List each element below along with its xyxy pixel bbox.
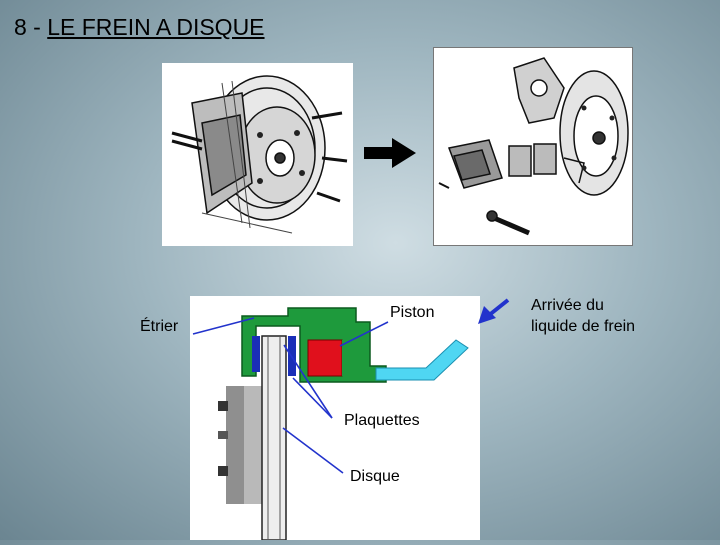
exploded-brake-drawing bbox=[438, 57, 629, 236]
label-disque: Disque bbox=[350, 468, 400, 485]
assembled-brake-photo bbox=[162, 63, 353, 246]
right-arrow-icon bbox=[364, 138, 416, 168]
inner-pad bbox=[252, 336, 260, 372]
outer-pad bbox=[288, 336, 296, 376]
label-plaquettes: Plaquettes bbox=[344, 412, 420, 429]
caliper-cross-section bbox=[190, 296, 480, 541]
page-title: 8 - LE FREIN A DISQUE bbox=[14, 14, 265, 41]
title-prefix: 8 - bbox=[14, 14, 48, 40]
disc bbox=[261, 335, 287, 541]
label-arrivee-line2: liquide de frein bbox=[531, 318, 636, 335]
label-piston: Piston bbox=[390, 304, 435, 321]
piston bbox=[307, 339, 343, 377]
label-arrivee-line1: Arrivée du bbox=[531, 297, 604, 314]
assembled-brake-drawing bbox=[171, 75, 348, 234]
blue-arrow-icon bbox=[478, 298, 510, 324]
fluid-line bbox=[375, 339, 469, 381]
title-main: LE FREIN A DISQUE bbox=[47, 14, 265, 40]
label-etrier: Étrier bbox=[140, 318, 179, 335]
hub bbox=[218, 386, 262, 504]
exploded-brake-photo bbox=[433, 47, 633, 246]
